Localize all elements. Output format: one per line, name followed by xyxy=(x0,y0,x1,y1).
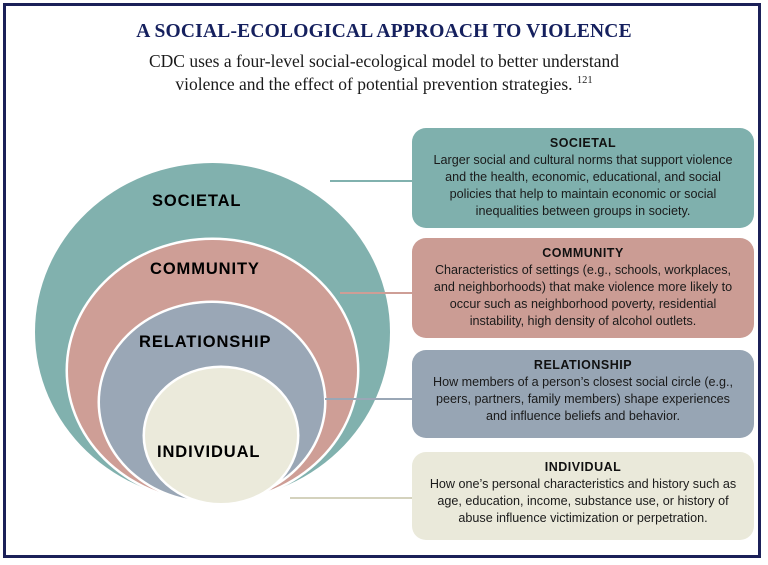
callout-title-individual: INDIVIDUAL xyxy=(544,460,622,474)
callout-body-relationship: How members of a person’s closest social… xyxy=(432,375,734,423)
ring-label-community: COMMUNITY xyxy=(150,260,260,278)
callout-individual: INDIVIDUAL How one’s personal characteri… xyxy=(412,452,754,540)
ring-label-individual: INDIVIDUAL xyxy=(157,443,261,461)
callout-title-relationship: RELATIONSHIP xyxy=(533,358,633,372)
subtitle-line-1: CDC uses a four-level social-ecological … xyxy=(148,51,620,72)
callout-relationship: RELATIONSHIP How members of a person’s c… xyxy=(412,350,754,438)
header: A SOCIAL-ECOLOGICAL APPROACH TO VIOLENCE… xyxy=(40,20,728,97)
callout-title-societal: SOCIETAL xyxy=(549,136,617,150)
connector-line-individual xyxy=(290,497,425,499)
callout-societal: SOCIETAL Larger social and cultural norm… xyxy=(412,128,754,228)
subtitle: CDC uses a four-level social-ecological … xyxy=(40,50,728,96)
social-ecological-circles-diagram: SOCIETAL COMMUNITY RELATIONSHIP INDIVIDU… xyxy=(35,163,390,503)
callout-community: COMMUNITY Characteristics of settings (e… xyxy=(412,238,754,338)
connector-line-relationship xyxy=(325,398,425,400)
page-title: A SOCIAL-ECOLOGICAL APPROACH TO VIOLENCE xyxy=(136,21,632,42)
connector-line-societal xyxy=(330,180,425,182)
callout-body-community: Characteristics of settings (e.g., schoo… xyxy=(433,263,733,328)
ring-label-relationship: RELATIONSHIP xyxy=(139,333,272,351)
callout-title-community: COMMUNITY xyxy=(542,246,624,260)
callout-body-societal: Larger social and cultural norms that su… xyxy=(433,153,733,218)
ring-label-societal: SOCIETAL xyxy=(152,192,242,210)
callout-body-individual: How one’s personal characteristics and h… xyxy=(429,477,737,525)
connector-line-community xyxy=(340,292,425,294)
footnote-reference: 121 xyxy=(576,75,593,87)
subtitle-line-2: violence and the effect of potential pre… xyxy=(175,74,573,95)
ring-individual xyxy=(145,368,297,503)
